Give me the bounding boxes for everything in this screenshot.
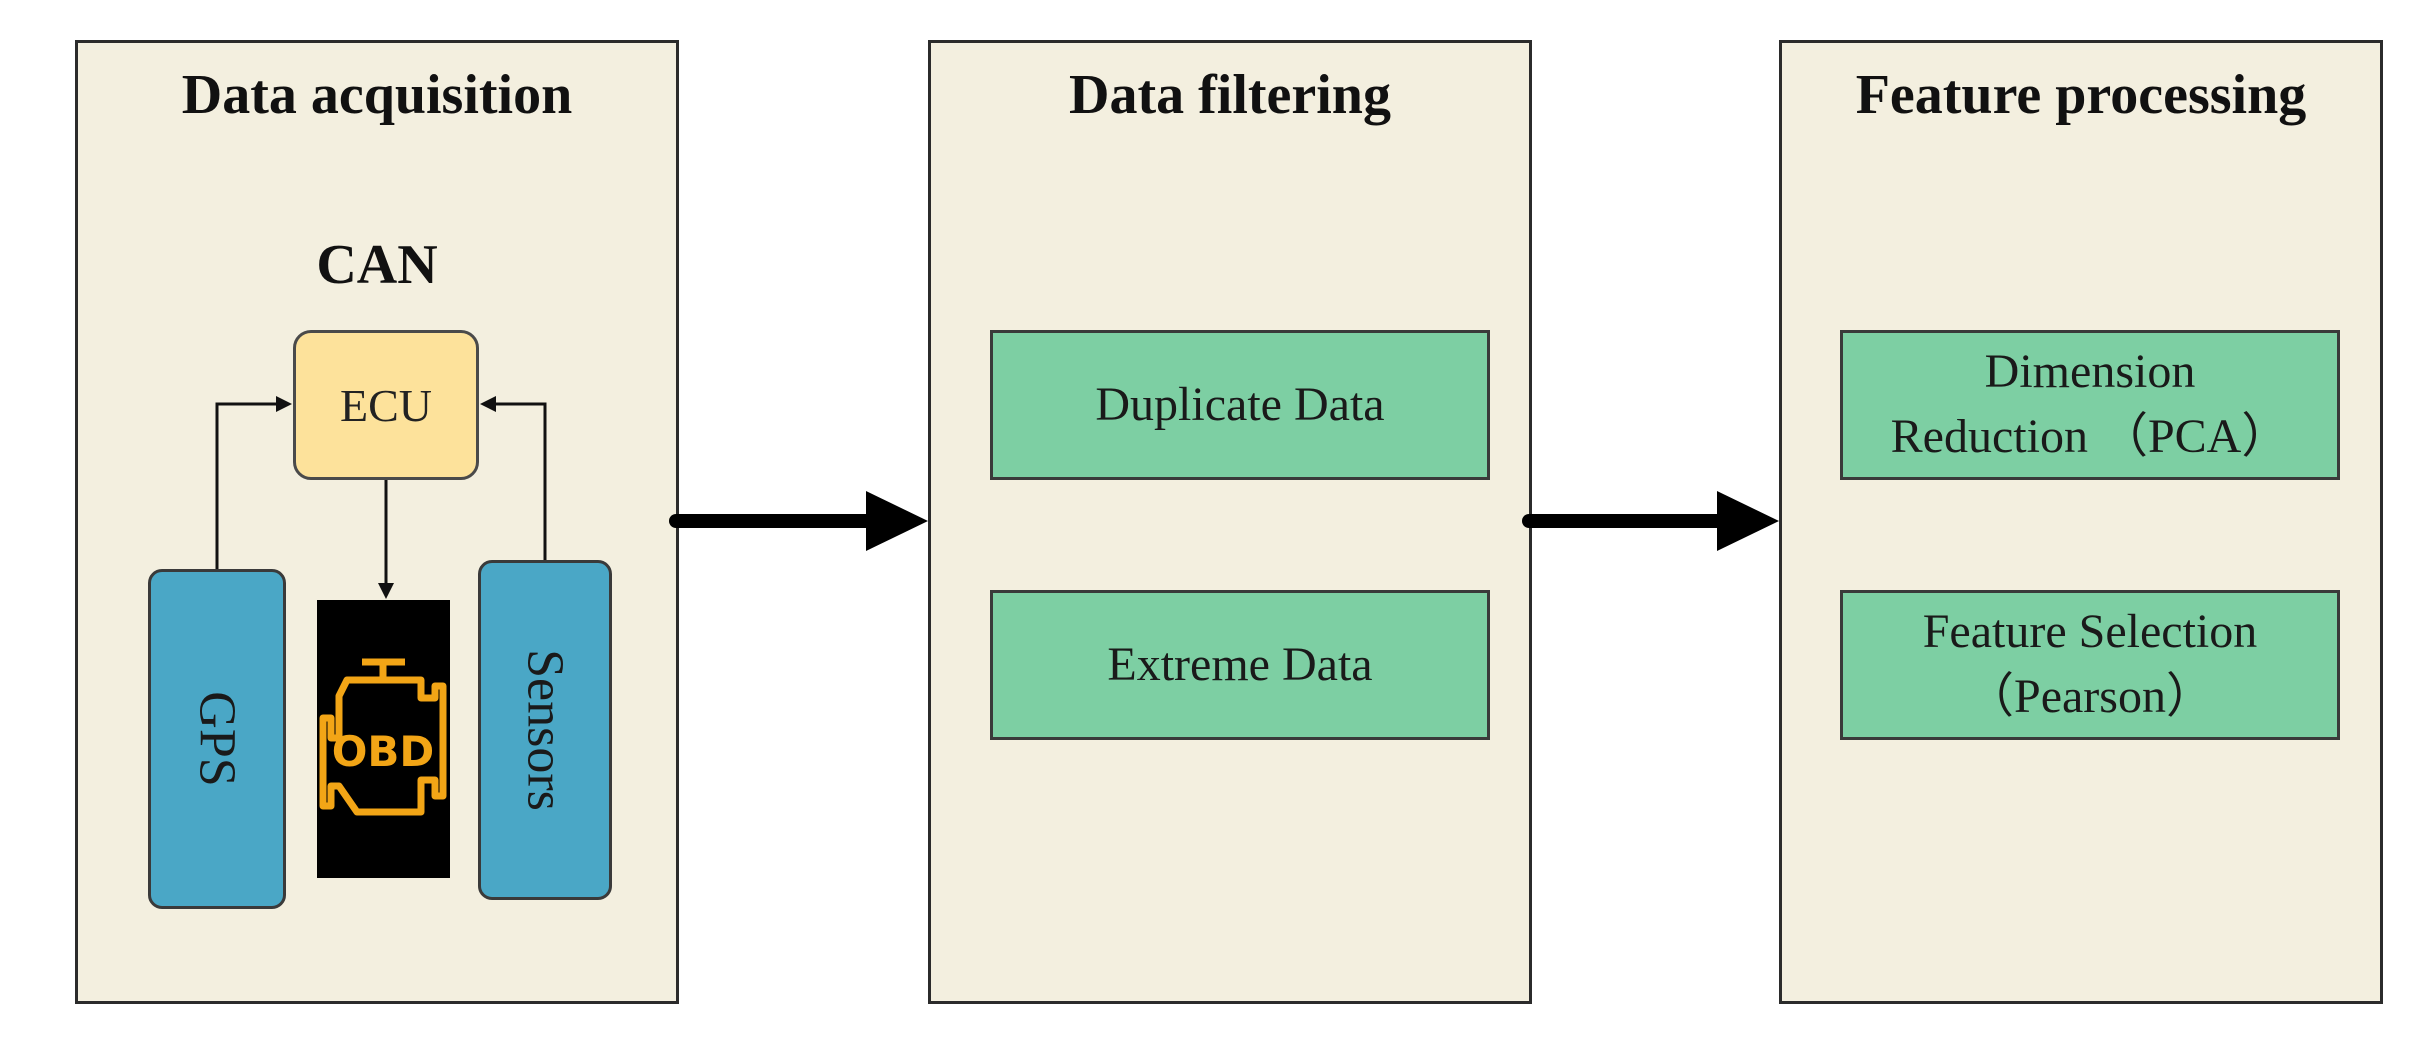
feature-selection-box: Feature Selection （Pearson） (1840, 590, 2340, 740)
gps-device: GPS (148, 569, 286, 909)
obd-label: OBD (332, 727, 435, 776)
obd-engine-icon: OBD (317, 600, 450, 878)
panel-title-acquisition: Data acquisition (181, 64, 573, 126)
feature-selection-text: Feature Selection （Pearson） (1923, 600, 2258, 730)
dimension-reduction-box: Dimension Reduction （PCA） (1840, 330, 2340, 480)
sensors-device: Sensors (478, 560, 612, 900)
engine-icon: OBD (319, 658, 447, 816)
feature-selection-line2: （Pearson） (1966, 670, 2214, 723)
panel-data-filtering: Data filtering (928, 40, 1532, 1004)
feature-selection-line1: Feature Selection (1922, 605, 2258, 659)
duplicate-data-box: Duplicate Data (990, 330, 1490, 480)
panel-title-processing: Feature processing (1855, 64, 2307, 126)
sensors-label: Sensors (516, 649, 574, 811)
gps-label: GPS (188, 691, 246, 787)
panel-feature-processing: Feature processing (1779, 40, 2383, 1004)
filtering-to-processing-arrowhead (1717, 491, 1779, 551)
panel-title-filtering: Data filtering (1069, 64, 1391, 126)
acquisition-to-filtering-arrowhead (866, 491, 928, 551)
dimension-reduction-text: Dimension Reduction （PCA） (1891, 340, 2290, 470)
dimension-reduction-line1: Dimension (1984, 345, 2196, 399)
can-label: CAN (316, 234, 438, 296)
dimension-reduction-line2: Reduction （PCA） (1890, 410, 2290, 463)
extreme-data-box: Extreme Data (990, 590, 1490, 740)
ecu-box: ECU (293, 330, 479, 480)
